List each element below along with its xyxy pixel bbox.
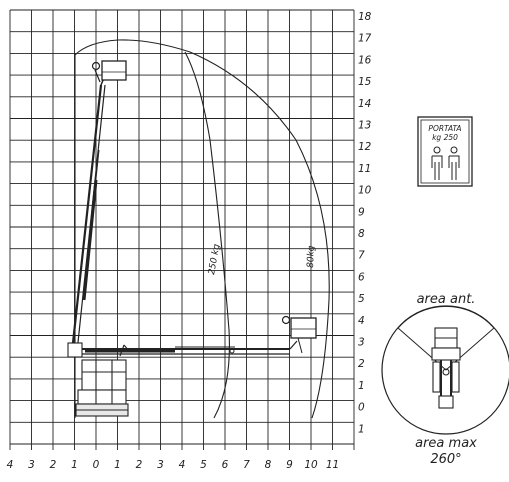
right-axis-label: 12: [358, 141, 372, 153]
bottom-axis-label: 10: [304, 459, 318, 471]
bottom-axis-label: 5: [200, 459, 207, 471]
right-axis-label: 7: [358, 250, 365, 262]
inner-envelope-curve-250kg: [184, 51, 230, 419]
bottom-axis-label: 2: [50, 459, 57, 471]
rotation-area-view: area ant. area max 260°: [381, 292, 509, 467]
max-area-value: 260°: [430, 452, 461, 467]
bottom-axis-label: 3: [28, 459, 35, 471]
right-axis-label: 10: [358, 185, 372, 197]
right-axis-label: 19: [358, 0, 372, 1]
right-axis-label: 3: [358, 337, 365, 349]
right-axis-label: 1: [358, 423, 365, 435]
right-axis-label: 17: [358, 33, 372, 45]
extended-boom: [70, 315, 298, 355]
bottom-axis-label: 1: [71, 459, 78, 471]
right-axis-label: 0: [358, 402, 365, 414]
max-area-label: area max: [415, 436, 477, 451]
curve-label-80kg: 80kg: [306, 245, 317, 268]
right-axis-label: 4: [358, 315, 365, 327]
bottom-axis-label: 9: [286, 459, 293, 471]
raised-boom: [70, 61, 106, 353]
two-persons-icon: [431, 146, 460, 180]
bottom-axis-label: 4: [7, 459, 14, 471]
right-axis-label: 16: [358, 54, 372, 66]
bottom-axis-label: 1: [114, 459, 121, 471]
bottom-axis-label: 3: [157, 459, 164, 471]
right-axis-label: 6: [358, 271, 365, 283]
front-sector: [397, 305, 495, 371]
upper-basket: [101, 60, 127, 81]
right-axis-label: 5: [358, 293, 365, 305]
grid: [9, 9, 355, 450]
right-axis-label: 15: [358, 76, 372, 88]
right-axis-label: 13: [358, 120, 371, 132]
right-axis-label: 14: [358, 98, 371, 110]
bottom-axis-label: 7: [243, 459, 250, 471]
capacity-badge: PORTATA kg 250: [417, 116, 473, 187]
right-axis-label: 8: [358, 228, 365, 240]
right-axis-labels: 1012345678910111213141516171819: [358, 0, 372, 435]
outer-envelope-curve-80kg: [74, 39, 330, 419]
bottom-axis-label: 6: [222, 459, 229, 471]
right-axis-label: 2: [358, 358, 365, 370]
right-axis-label: 11: [358, 163, 371, 175]
right-axis-label: 1: [358, 380, 365, 392]
right-axis-label: 9: [358, 206, 365, 218]
right-axis-label: 18: [358, 11, 372, 23]
bottom-axis-label: 0: [93, 459, 100, 471]
bottom-axis-label: 11: [326, 459, 339, 471]
vehicle-base: [67, 342, 131, 417]
front-area-label: area ant.: [417, 292, 476, 307]
bottom-axis-label: 2: [136, 459, 143, 471]
badge-portata-label: PORTATA: [428, 124, 461, 133]
bottom-axis-label: 8: [265, 459, 272, 471]
badge-capacity-value: kg 250: [432, 133, 458, 142]
lower-basket: [290, 317, 317, 339]
machine-top-view: [431, 327, 461, 409]
bottom-axis-label: 4: [179, 459, 186, 471]
